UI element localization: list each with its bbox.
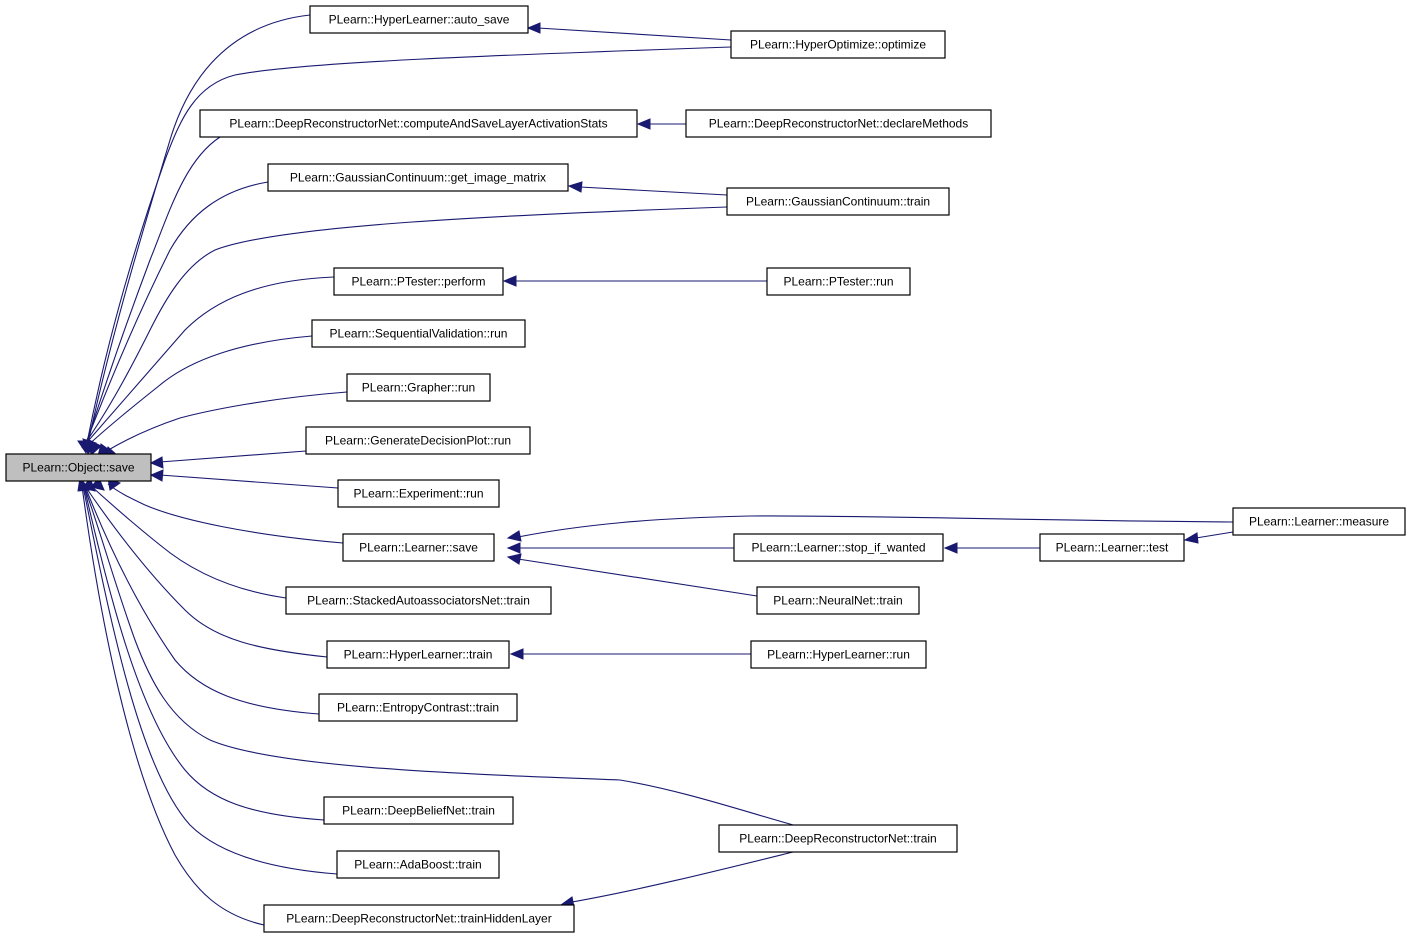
node-adaboost-train[interactable]: PLearn::AdaBoost::train — [336, 850, 500, 879]
arrowhead-gc-image — [567, 181, 583, 193]
node-learner-test[interactable]: PLearn::Learner::test — [1039, 533, 1185, 562]
node-gc-train[interactable]: PLearn::GaussianContinuum::train — [726, 187, 950, 216]
edge-gdp-to-save — [159, 450, 307, 463]
edge-gc-train-to-save — [81, 206, 728, 449]
edge-optimize-to-auto-save — [537, 27, 732, 41]
node-learner-stop[interactable]: PLearn::Learner::stop_if_wanted — [733, 533, 944, 562]
node-gdp-run[interactable]: PLearn::GenerateDecisionPlot::run — [305, 426, 531, 455]
edge-hyper-optimize-to-save — [85, 46, 732, 449]
edge-dbn-to-save — [83, 485, 325, 821]
node-dbn-train[interactable]: PLearn::DeepBeliefNet::train — [323, 796, 514, 825]
node-grapher-run[interactable]: PLearn::Grapher::run — [346, 373, 491, 402]
node-learner-measure[interactable]: PLearn::Learner::measure — [1232, 507, 1406, 536]
node-ptester-perform[interactable]: PLearn::PTester::perform — [333, 267, 504, 296]
arrowhead-learner-save-top — [506, 530, 522, 542]
node-seqval-run[interactable]: PLearn::SequentialValidation::run — [311, 319, 526, 348]
node-sae-train[interactable]: PLearn::StackedAutoassociatorsNet::train — [285, 586, 552, 615]
node-drn-compute[interactable]: PLearn::DeepReconstructorNet::computeAnd… — [199, 109, 638, 138]
node-label: PLearn::DeepReconstructorNet::trainHidde… — [286, 912, 551, 926]
node-label: PLearn::PTester::perform — [351, 275, 485, 289]
node-learner-save[interactable]: PLearn::Learner::save — [342, 533, 495, 562]
edge-grapher-to-save — [104, 391, 348, 453]
arrowhead-ptester-perform — [502, 275, 517, 287]
edge-learner-save-to-save — [107, 483, 344, 544]
edge-drn-train-to-save — [83, 485, 794, 826]
edge-gc-train-to-image — [579, 186, 728, 196]
node-label: PLearn::AdaBoost::train — [354, 858, 481, 872]
node-hl-run[interactable]: PLearn::HyperLearner::run — [750, 640, 927, 669]
node-ec-train[interactable]: PLearn::EntropyContrast::train — [318, 693, 518, 722]
edge-drn-hidden-to-save — [81, 485, 265, 926]
arrowhead-hl-train — [509, 648, 524, 660]
node-hyper-optimize[interactable]: PLearn::HyperOptimize::optimize — [730, 30, 946, 59]
node-drn-hidden[interactable]: PLearn::DeepReconstructorNet::trainHidde… — [263, 904, 575, 933]
edge-ec-train-to-save — [84, 485, 320, 715]
node-drn-declare[interactable]: PLearn::DeepReconstructorNet::declareMet… — [685, 109, 992, 138]
edge-ptester-perform-to-save — [81, 276, 335, 449]
graph-nodes: PLearn::Object::save PLearn::HyperLearne… — [5, 5, 1406, 933]
node-auto-save[interactable]: PLearn::HyperLearner::auto_save — [309, 5, 529, 34]
arrowhead-root-9 — [90, 477, 105, 491]
node-label: PLearn::DeepBeliefNet::train — [342, 804, 495, 818]
edge-hl-train-to-save — [84, 485, 328, 658]
node-label: PLearn::DeepReconstructorNet::train — [739, 832, 936, 846]
node-drn-train[interactable]: PLearn::DeepReconstructorNet::train — [718, 824, 958, 853]
node-label: PLearn::SequentialValidation::run — [330, 327, 508, 341]
node-label: PLearn::GaussianContinuum::get_image_mat… — [290, 171, 546, 185]
node-label: PLearn::GaussianContinuum::train — [746, 195, 930, 209]
node-label: PLearn::HyperOptimize::optimize — [750, 38, 926, 52]
node-label: PLearn::HyperLearner::train — [344, 648, 493, 662]
arrowhead-test — [1183, 532, 1199, 544]
arrowhead-compute — [636, 118, 651, 130]
node-label: PLearn::Experiment::run — [353, 487, 483, 501]
node-label: PLearn::DeepReconstructorNet::computeAnd… — [229, 117, 607, 131]
arrowhead-stop — [943, 542, 958, 554]
edge-measure-to-test — [1195, 531, 1234, 539]
arrowhead-root-6 — [149, 456, 164, 469]
node-label: PLearn::PTester::run — [783, 275, 893, 289]
arrowhead-root-7 — [149, 469, 164, 482]
node-label: PLearn::NeuralNet::train — [773, 594, 902, 608]
node-ptester-run[interactable]: PLearn::PTester::run — [766, 267, 911, 296]
node-label: PLearn::EntropyContrast::train — [337, 701, 499, 715]
edge-neuralnet-to-learner-save — [517, 558, 758, 597]
edge-gc-image-to-save — [83, 181, 269, 449]
node-label: PLearn::DeepReconstructorNet::declareMet… — [709, 117, 968, 131]
edge-adaboost-to-save — [82, 485, 338, 875]
node-experiment-run[interactable]: PLearn::Experiment::run — [337, 479, 500, 508]
arrowhead-learner-save-bottom — [506, 553, 522, 565]
node-label: PLearn::Learner::test — [1056, 541, 1169, 555]
edge-experiment-to-save — [159, 474, 339, 489]
node-label: PLearn::HyperLearner::auto_save — [329, 13, 510, 27]
node-label: PLearn::Object::save — [22, 461, 134, 475]
node-hl-train[interactable]: PLearn::HyperLearner::train — [326, 640, 510, 669]
node-neuralnet-train[interactable]: PLearn::NeuralNet::train — [756, 586, 920, 615]
node-label: PLearn::GenerateDecisionPlot::run — [325, 434, 511, 448]
arrowhead-learner-save-mid — [506, 542, 521, 554]
node-label: PLearn::Learner::save — [359, 541, 478, 555]
edge-auto-save-to-save — [86, 14, 311, 449]
node-gc-get-image[interactable]: PLearn::GaussianContinuum::get_image_mat… — [267, 163, 569, 192]
node-object-save[interactable]: PLearn::Object::save — [5, 453, 152, 482]
edge-drn-train-to-hidden — [571, 851, 794, 903]
node-label: PLearn::Learner::stop_if_wanted — [751, 541, 925, 555]
edge-drn-compute-to-save — [84, 136, 221, 449]
graph-arrowheads — [77, 22, 1199, 908]
node-label: PLearn::Learner::measure — [1249, 515, 1389, 529]
graph-edges — [81, 14, 1234, 926]
edge-measure-to-learner-save — [517, 515, 1234, 538]
node-label: PLearn::Grapher::run — [362, 381, 475, 395]
arrowhead-root-3 — [88, 439, 102, 457]
node-label: PLearn::StackedAutoassociatorsNet::train — [307, 594, 530, 608]
edge-seqval-to-save — [84, 335, 313, 449]
arrowhead-auto-save — [526, 22, 541, 34]
node-label: PLearn::HyperLearner::run — [767, 648, 910, 662]
edge-sae-to-save — [89, 484, 287, 599]
